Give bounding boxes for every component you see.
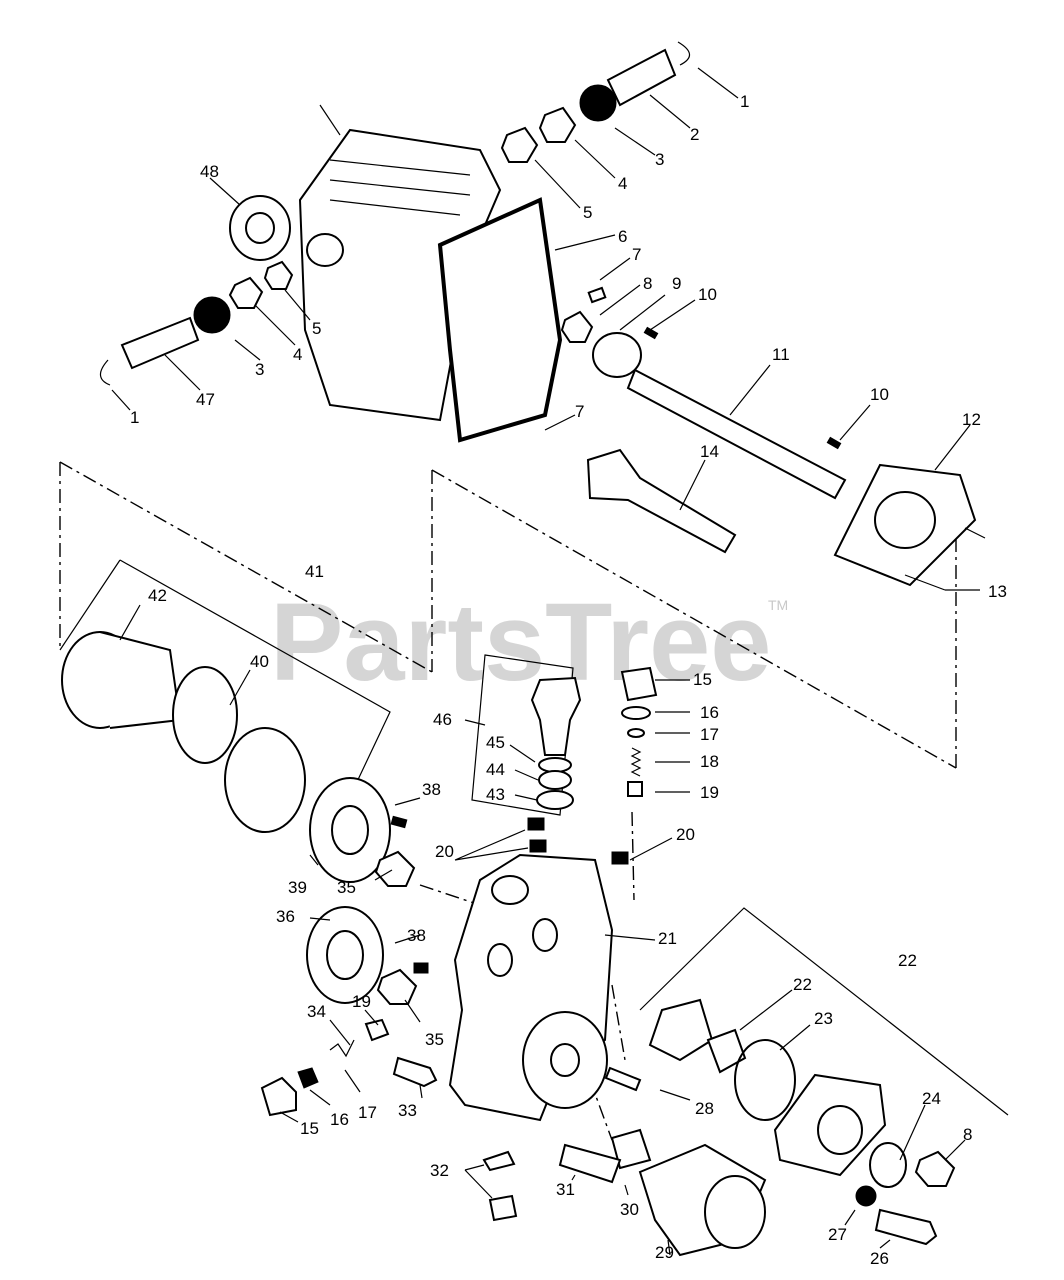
watermark-text: PartsTree [270,581,771,704]
lower-left-parts [260,906,438,1117]
callout-24: 24 [922,1089,941,1108]
callout-44: 45 [486,733,505,752]
callout-1: 1 [740,92,749,111]
callout-6: 6 [618,227,627,246]
shafts [560,286,847,554]
callout-39: 40 [250,652,269,671]
gasket-part-6 [437,197,563,443]
callout-7: 7 [632,245,641,264]
center-section-part-21 [448,817,629,1122]
callout-26: 26 [870,1249,889,1268]
upper-hardware [500,41,691,163]
callout-40: 41 [305,562,324,581]
callout-17: 17 [700,725,719,744]
callout-17: 17 [358,1103,377,1122]
callout-4: 4 [618,174,627,193]
callout-16: 16 [330,1110,349,1129]
callout-47: 48 [200,162,219,181]
callout-34: 34 [307,1002,326,1021]
callout-27: 27 [828,1225,847,1244]
callout-35: 35 [425,1030,444,1049]
callout-7: 7 [575,402,584,421]
callout-38: 39 [288,878,307,897]
group-brackets [59,559,1009,1116]
callout-5: 5 [583,203,592,222]
watermark-trademark: TM [768,597,788,613]
callout-11: 11 [772,345,790,364]
callout-21: 21 [658,929,677,948]
callout-30: 30 [620,1200,639,1219]
callout-28: 28 [695,1099,714,1118]
assembly-guide-lines [59,461,957,1141]
callout-19: 19 [352,992,371,1011]
callout-32: 32 [430,1161,449,1180]
callout-16: 16 [700,703,719,722]
callout-8: 8 [963,1125,972,1144]
callout-10: 10 [698,285,717,304]
callout-22: 22 [793,975,812,994]
callout-leaders [111,67,980,1256]
callout-31: 31 [556,1180,575,1199]
callout-22: 22 [898,951,917,970]
callout-46: 47 [196,390,215,409]
callout-43: 44 [486,760,505,779]
callout-33: 33 [398,1101,417,1120]
callout-15: 15 [693,670,712,689]
callout-9: 9 [672,274,681,293]
callout-5: 5 [312,319,321,338]
callout-19: 19 [700,783,719,802]
callout-18: 18 [700,752,719,771]
lower-right-parts [482,998,956,1257]
callout-29: 29 [655,1243,674,1262]
callout-20: 20 [435,842,454,861]
callout-23: 23 [814,1009,833,1028]
callout-3: 3 [655,150,664,169]
callout-41: 42 [148,586,167,605]
callout-42: 43 [486,785,505,804]
callout-37: 38 [407,926,426,945]
callout-45: 46 [433,710,452,729]
callout-15: 15 [300,1119,319,1138]
callout-3: 3 [255,360,264,379]
callout-14: 14 [700,442,719,461]
callout-labels: 1 1 2 3 3 4 4 5 5 6 7 7 38 8 8 9 10 10 1… [130,92,1007,1268]
callout-1: 1 [130,408,139,427]
motor-kit-part-40 [61,631,416,887]
callout-20: 20 [676,825,695,844]
callout-36: 36 [276,907,295,926]
callout-2: 2 [690,125,699,144]
callout-35: 35 [337,878,356,897]
callout-12: 12 [962,410,981,429]
callout-37: 38 [422,780,441,799]
valve-stacks [530,666,658,810]
callout-8: 8 [643,274,652,293]
cover-part-12 [833,463,986,591]
callout-4: 4 [293,345,302,364]
callout-13: 13 [988,582,1007,601]
left-hardware [99,195,294,386]
callout-10: 10 [870,385,889,404]
